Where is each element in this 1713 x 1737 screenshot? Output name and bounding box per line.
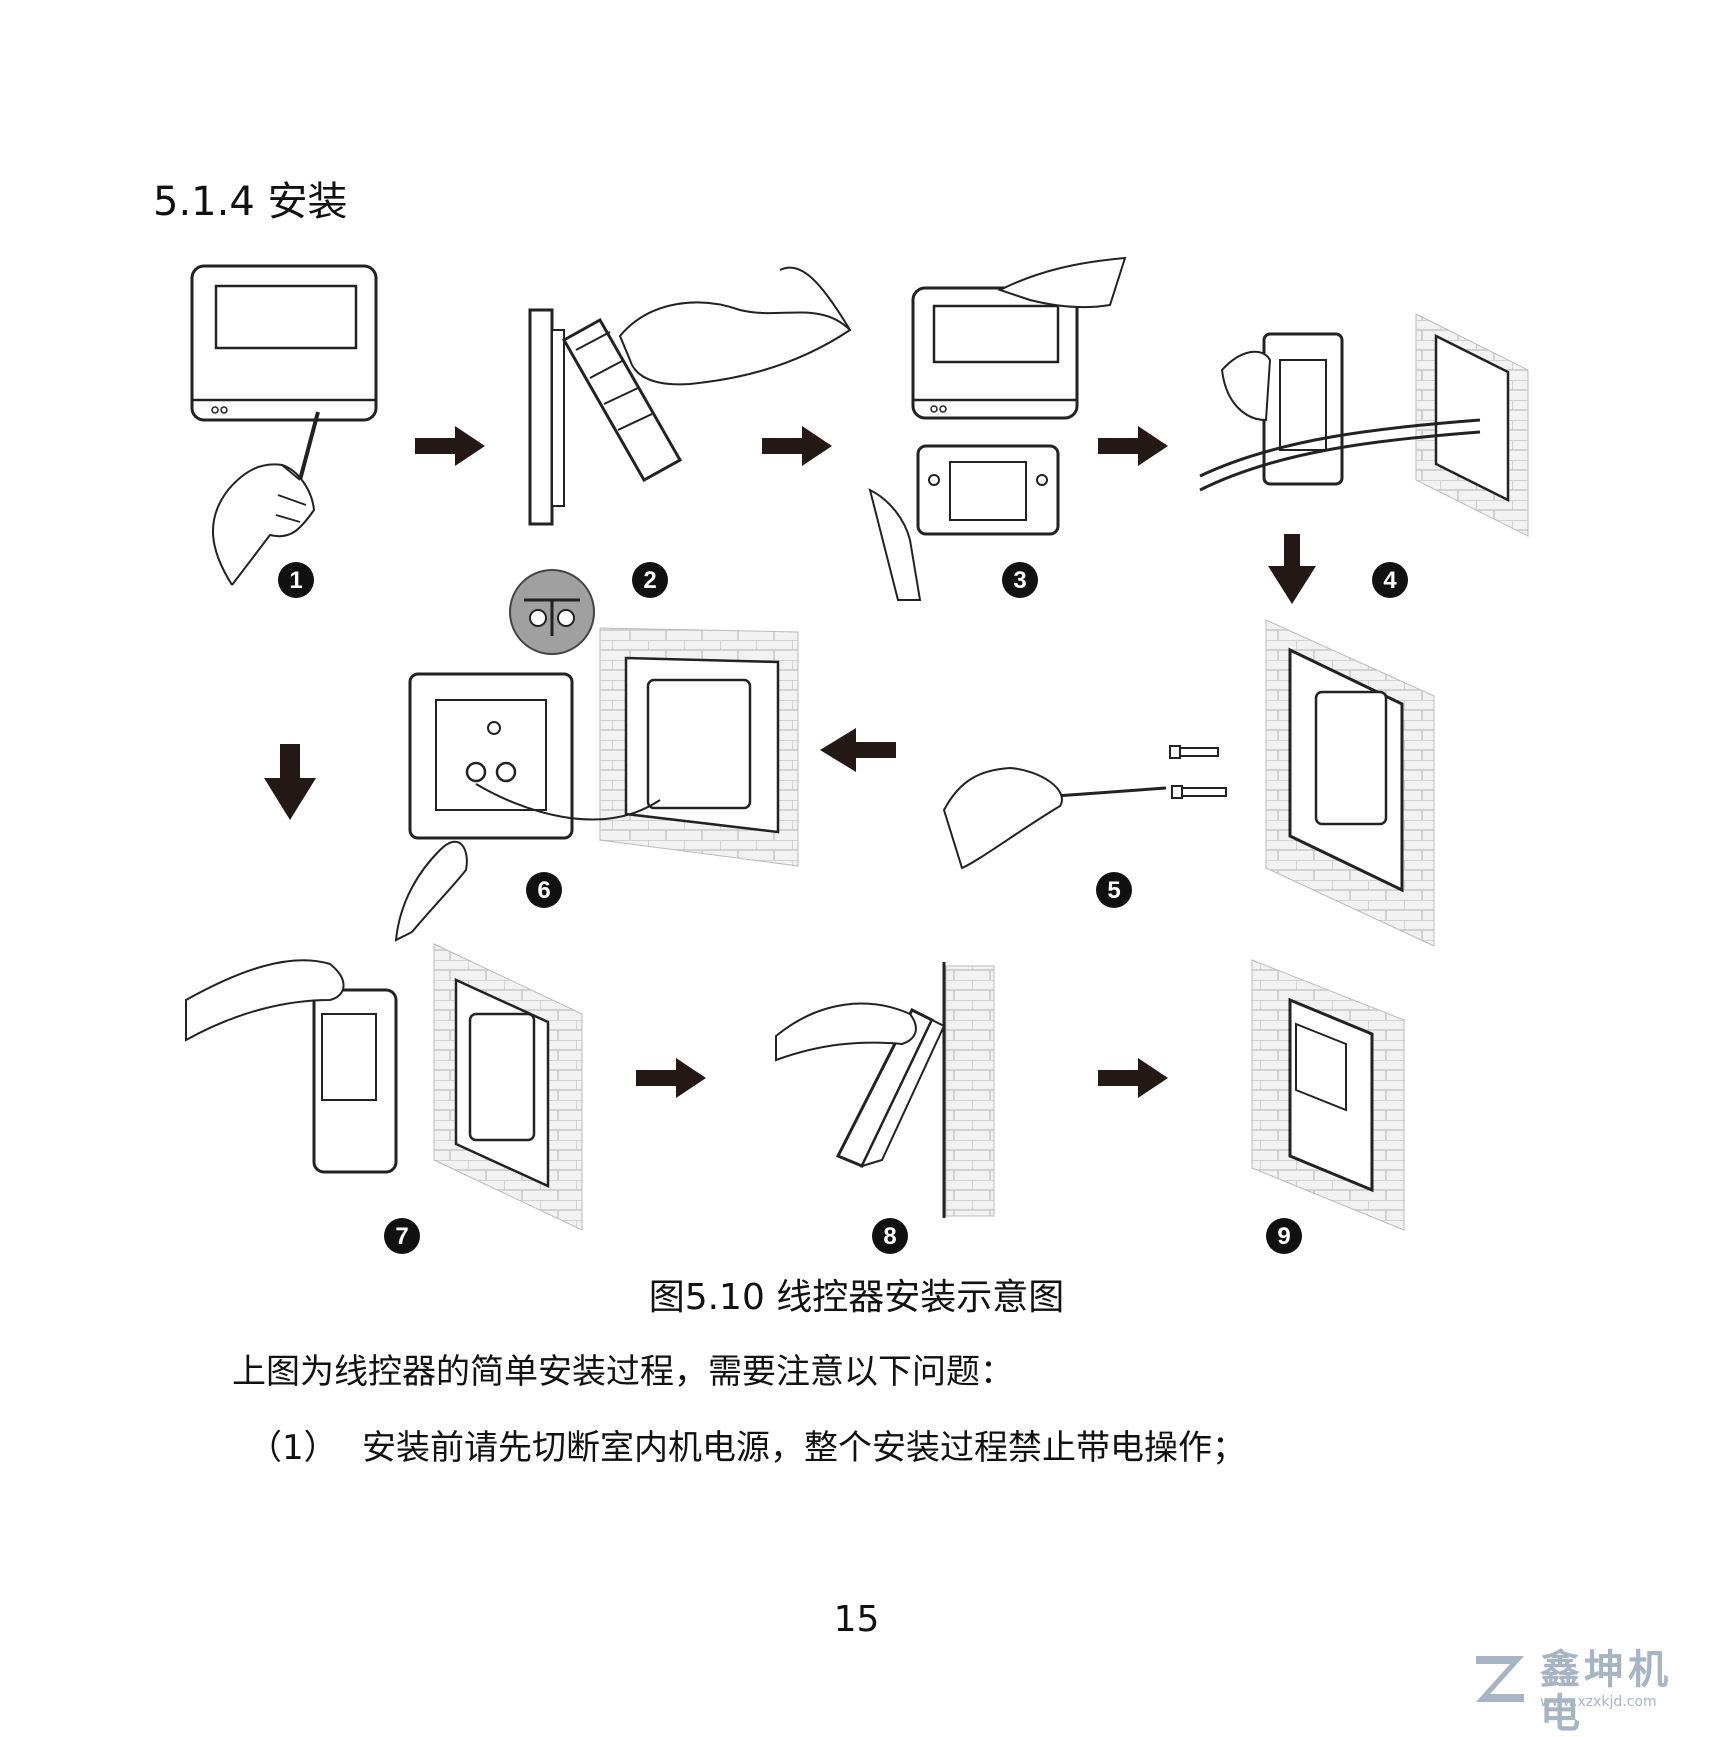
arrow-4-5 [1268,534,1316,604]
step-5-screws [942,619,1435,947]
intro-paragraph: 上图为线控器的简单安装过程，需要注意以下问题： [232,1352,1014,1392]
step-7-attach [185,943,583,1231]
svg-text:4: 4 [1383,567,1397,594]
step-number-9: 9 [1266,1218,1302,1254]
list-item-number: （1） [248,1428,338,1468]
arrow-5-6 [820,728,896,772]
section-heading: 5.1.4 安装 [153,179,348,225]
arrow-7-8 [636,1058,706,1098]
step-number-5: 5 [1096,872,1132,908]
step-9-installed [1251,959,1405,1231]
figure-caption: 图5.10 线控器安装示意图 [648,1277,1065,1318]
watermark-url: www.xzxkjd.com [1540,1694,1657,1710]
step-4-mounting [1199,313,1529,537]
step-3-controller [868,256,1127,601]
svg-text:8: 8 [883,1223,896,1250]
svg-text:5: 5 [1107,877,1120,904]
step-6-wiring [394,569,799,942]
watermark-logo [1476,1656,1524,1702]
svg-text:7: 7 [395,1223,408,1250]
step-number-6: 6 [526,872,562,908]
arrow-3-4 [1098,426,1168,466]
list-item-text: 安装前请先切断室内机电源，整个安装过程禁止带电操作； [362,1428,1246,1468]
watermark-name: 鑫坤机电 [1540,1647,1672,1737]
step-8-snap [775,962,995,1218]
step-number-3: 3 [1002,562,1038,598]
arrow-1-2 [415,426,485,466]
step-number-2: 2 [632,562,668,598]
svg-text:3: 3 [1013,567,1026,594]
svg-text:9: 9 [1277,1223,1290,1250]
arrow-6-7 [264,744,316,820]
page-number: 15 [833,1599,880,1640]
step-number-7: 7 [384,1218,420,1254]
svg-text:1: 1 [289,567,302,594]
step-1-controller [190,264,378,586]
svg-text:6: 6 [537,877,550,904]
arrow-8-9 [1098,1058,1168,1098]
svg-text:2: 2 [643,567,656,594]
step-number-4: 4 [1372,562,1408,598]
step-number-1: 1 [278,562,314,598]
arrow-2-3 [762,426,832,466]
step-2-controller [528,266,852,526]
step-number-8: 8 [872,1218,908,1254]
